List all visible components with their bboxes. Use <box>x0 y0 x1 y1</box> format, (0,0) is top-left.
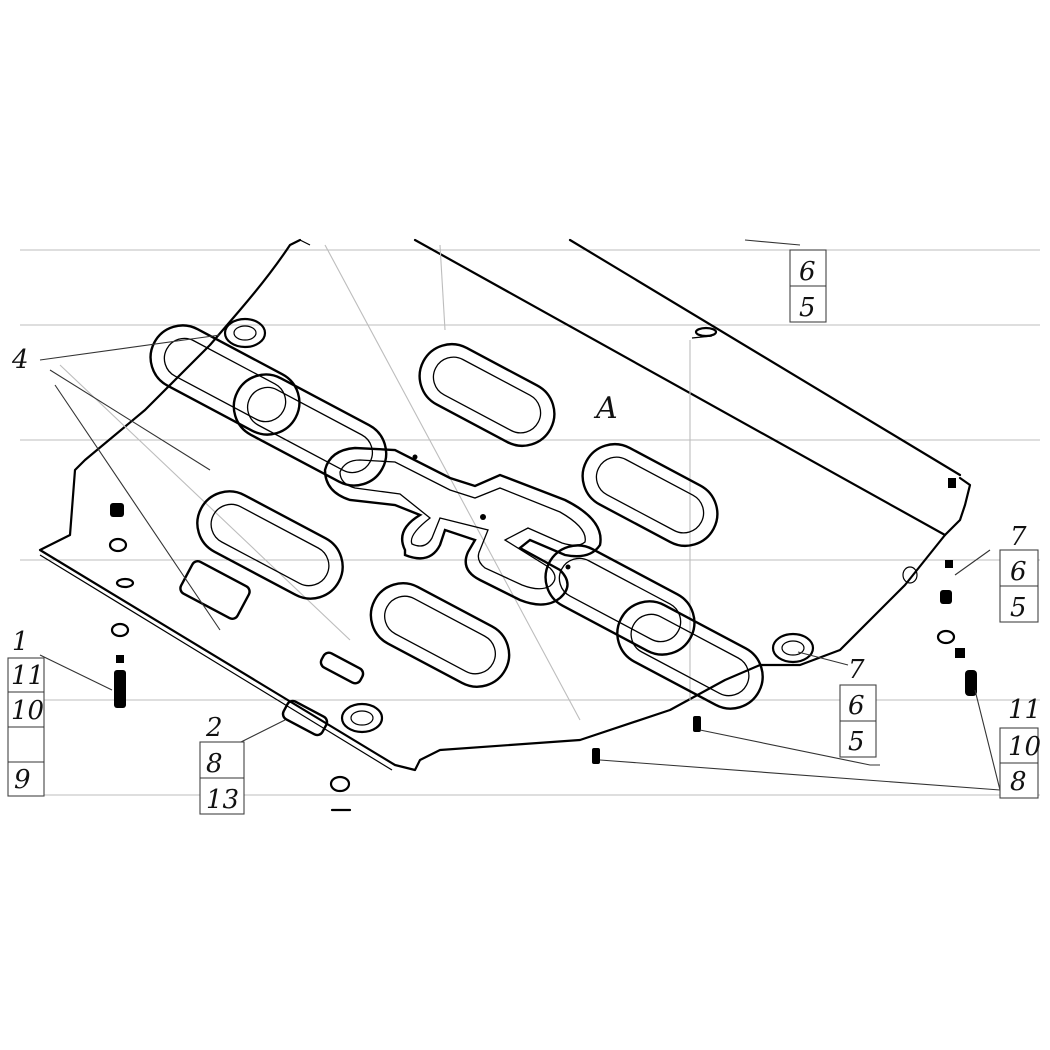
callout-label: 10 <box>11 696 44 726</box>
callout-label: 10 <box>1008 732 1041 762</box>
small-cutout <box>281 699 329 737</box>
callout-left-stack: 1 11 10 9 <box>7 627 45 797</box>
small-cutout <box>319 651 365 685</box>
skid-plate-outline <box>38 238 972 772</box>
view-marker-a: A <box>593 391 618 426</box>
construction-lines <box>59 244 691 721</box>
callout-label: 5 <box>799 293 816 323</box>
central-meander-cutout <box>323 446 602 606</box>
callout-label: 11 <box>1008 695 1041 725</box>
slot <box>232 373 388 487</box>
callout-label: 1 <box>12 627 29 657</box>
callout-label: 5 <box>848 727 865 757</box>
callout-label: 4 <box>11 345 29 375</box>
boss <box>340 702 384 734</box>
slot <box>544 544 696 656</box>
callout-label: 2 <box>205 713 223 743</box>
callout-right-lower: 11 10 8 <box>999 695 1041 799</box>
small-cutout <box>179 559 251 621</box>
leader-lines <box>39 239 1001 791</box>
callout-label: 7 <box>1010 522 1027 552</box>
callout-top-right: 6 5 <box>789 249 827 323</box>
callout-left-upper: 4 <box>11 345 29 375</box>
plate-slots <box>149 324 764 737</box>
slot <box>581 443 719 547</box>
callout-label: 6 <box>799 257 816 287</box>
callout-bottom-center: 2 8 13 <box>199 713 245 815</box>
slot <box>196 490 344 600</box>
background-shading <box>20 249 1040 796</box>
slot <box>369 582 511 688</box>
slot <box>418 343 556 447</box>
callout-mid-right: 7 6 5 <box>839 655 877 758</box>
callout-label: 8 <box>1010 767 1027 797</box>
slot <box>616 600 764 710</box>
callout-label: 8 <box>206 749 223 779</box>
fasteners <box>108 326 977 812</box>
callout-label: 6 <box>1010 557 1027 587</box>
callout-label: 9 <box>14 765 31 795</box>
callout-label: 6 <box>848 691 865 721</box>
callout-right-upper: 7 6 5 <box>999 522 1039 623</box>
callout-label: 5 <box>1010 593 1027 623</box>
callout-label: 11 <box>11 661 44 691</box>
boss <box>771 632 815 664</box>
callout-label: 7 <box>848 655 865 685</box>
boss <box>223 317 267 349</box>
callout-label: 13 <box>206 785 239 815</box>
mounting-bosses <box>223 317 815 734</box>
slot <box>149 324 301 436</box>
